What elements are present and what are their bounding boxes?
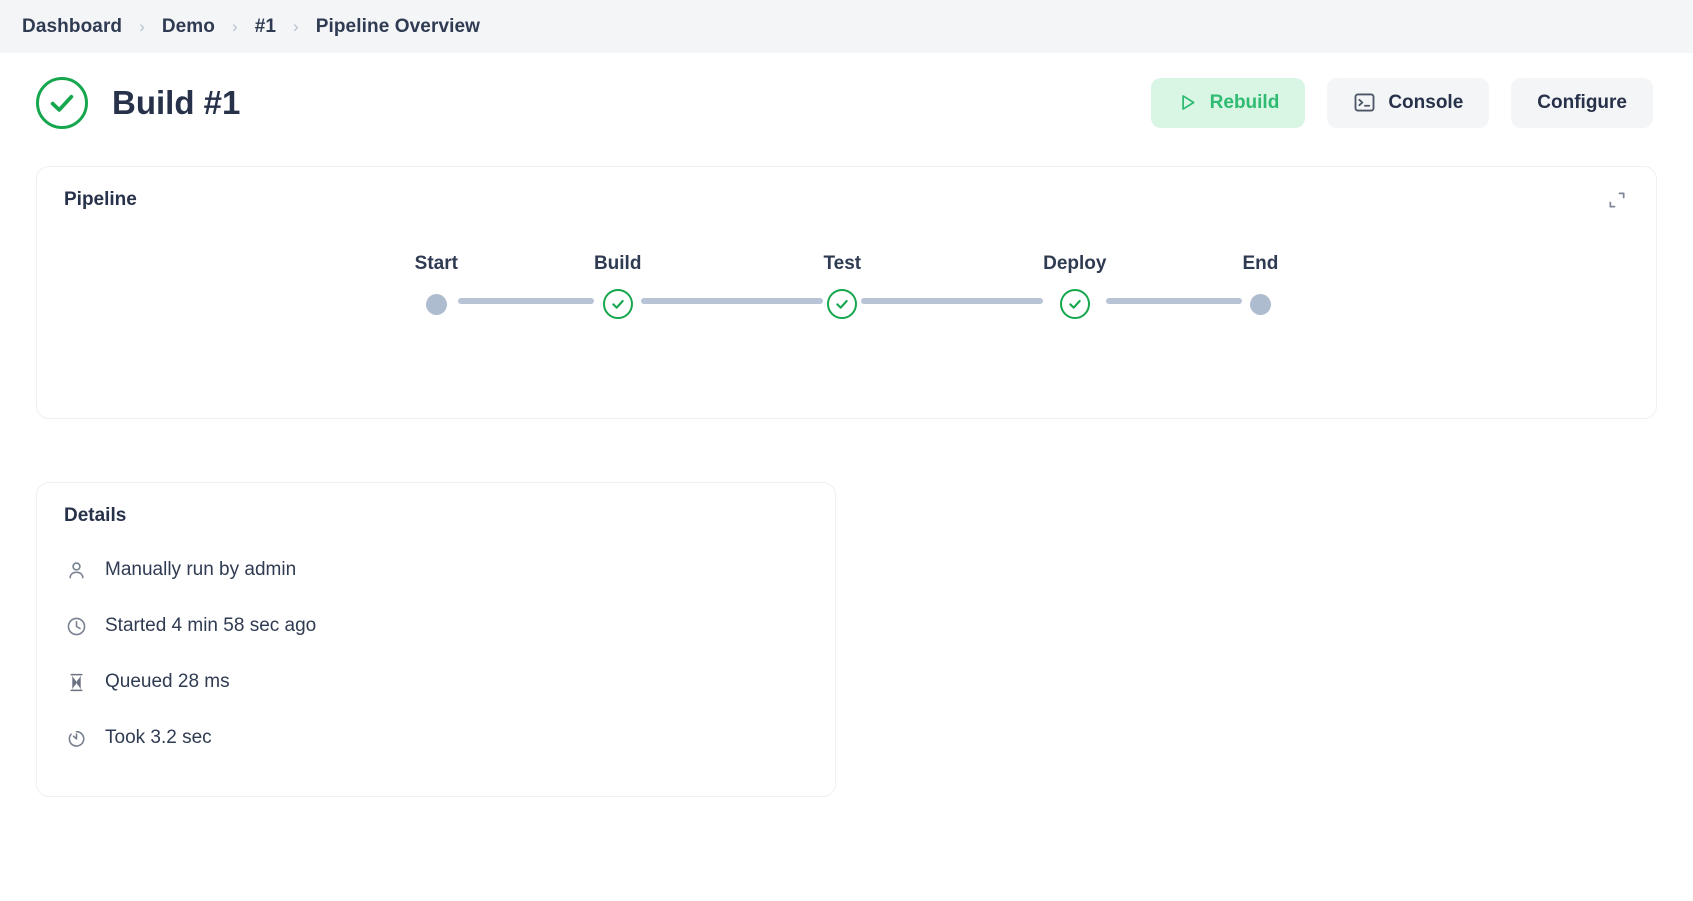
rebuild-button[interactable]: Rebuild — [1150, 77, 1306, 128]
breadcrumb-item-current: Pipeline Overview — [315, 15, 481, 37]
pipeline-connector — [1106, 298, 1243, 304]
breadcrumb-item-build-number[interactable]: #1 — [254, 15, 277, 37]
stage-node-endpoint-icon — [1249, 293, 1271, 315]
pipeline-stage-start[interactable]: Start — [415, 253, 458, 320]
pipeline-stage-deploy[interactable]: Deploy — [1043, 253, 1106, 320]
console-button-label: Console — [1388, 91, 1464, 113]
breadcrumb-item-dashboard[interactable]: Dashboard — [22, 15, 123, 37]
page-header: Build #1 Rebuild Console Configure — [0, 53, 1693, 152]
breadcrumb-separator-icon: › — [293, 17, 299, 36]
pipeline-stage-end[interactable]: End — [1242, 253, 1278, 320]
detail-text: Queued 28 ms — [105, 671, 230, 692]
header-actions: Rebuild Console Configure — [1150, 77, 1653, 128]
pipeline-connector — [641, 298, 824, 304]
pipeline-card: Pipeline Start Build — [36, 166, 1657, 419]
configure-button-label: Configure — [1537, 91, 1627, 113]
hourglass-icon — [64, 670, 88, 694]
stage-label: End — [1242, 253, 1279, 274]
play-icon — [1177, 92, 1198, 113]
breadcrumb: Dashboard › Demo › #1 › Pipeline Overvie… — [0, 0, 1693, 53]
details-card: Details Manually run by admin — [36, 482, 836, 797]
console-button[interactable]: Console — [1327, 77, 1490, 128]
expand-icon[interactable] — [1602, 185, 1632, 215]
user-icon — [64, 558, 88, 582]
stage-label: Build — [593, 253, 642, 274]
stage-label: Test — [823, 253, 862, 274]
stage-node-success-icon — [1059, 289, 1090, 319]
breadcrumb-item-demo[interactable]: Demo — [161, 15, 216, 37]
timer-icon — [64, 726, 88, 750]
breadcrumb-separator-icon: › — [139, 17, 145, 36]
stage-node-success-icon — [827, 289, 858, 319]
pipeline-card-title: Pipeline — [64, 189, 137, 210]
detail-text: Started 4 min 58 sec ago — [105, 615, 317, 636]
details-list: Manually run by admin Started 4 min 58 s… — [64, 556, 808, 752]
detail-text: Took 3.2 sec — [105, 727, 212, 748]
stage-label: Deploy — [1043, 253, 1107, 274]
pipeline-stage-build[interactable]: Build — [593, 253, 642, 320]
pipeline-connector — [861, 298, 1044, 304]
check-circle-icon — [36, 76, 88, 129]
stage-label: Start — [414, 253, 458, 274]
terminal-icon — [1353, 91, 1376, 114]
pipeline-stage-test[interactable]: Test — [823, 253, 861, 320]
detail-row-triggered-by: Manually run by admin — [64, 556, 808, 584]
configure-button[interactable]: Configure — [1511, 77, 1653, 128]
details-card-title: Details — [64, 505, 127, 526]
breadcrumb-separator-icon: › — [232, 17, 238, 36]
pipeline-graph: Start Build Test — [37, 253, 1656, 320]
detail-row-queued: Queued 28 ms — [64, 668, 808, 696]
rebuild-button-label: Rebuild — [1209, 91, 1280, 113]
stage-node-endpoint-icon — [425, 293, 447, 315]
detail-row-started: Started 4 min 58 sec ago — [64, 612, 808, 640]
main-content: Pipeline Start Build — [0, 166, 1693, 797]
stage-node-success-icon — [602, 289, 633, 319]
detail-row-duration: Took 3.2 sec — [64, 724, 808, 752]
detail-text: Manually run by admin — [105, 559, 297, 580]
pipeline-connector — [457, 298, 594, 304]
page-title: Build #1 — [112, 83, 241, 121]
clock-icon — [64, 614, 88, 638]
